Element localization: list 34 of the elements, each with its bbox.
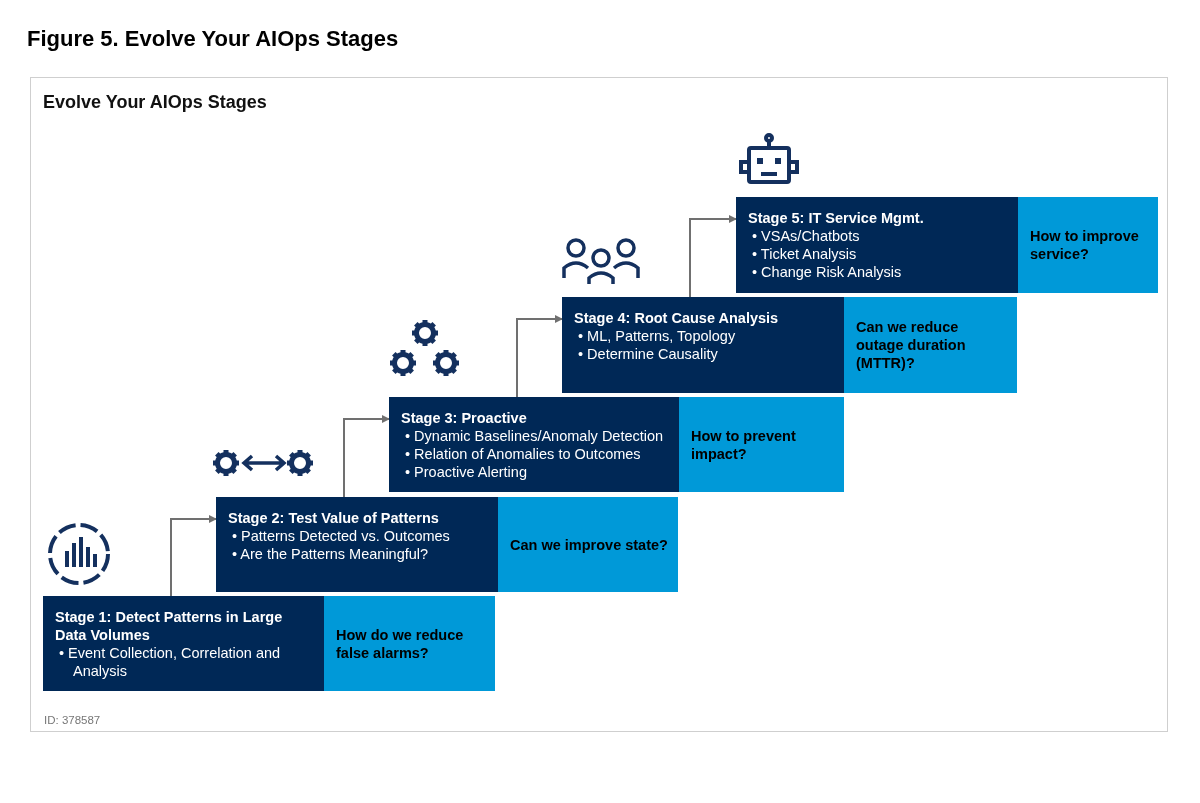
question-box: How to improve service? [1018,197,1158,293]
stage-box [43,596,324,691]
bullet-item: • Dynamic Baselines/Anomaly Detection [405,427,665,445]
bullet-item: • VSAs/Chatbots [752,227,861,245]
bullet-item: • Proactive Alerting [405,463,528,481]
stage-heading: Stage 5: IT Service Mgmt. [748,209,925,227]
question-box: How do we reduce false alarms? [324,596,495,691]
arrow [516,315,563,398]
arrow [689,215,737,298]
bullet-item: • Event Collection, Correlation and Analysis [59,644,282,680]
diagram-panel [30,77,1168,732]
question-box: Can we reduce outage duration (MTTR)? [844,297,1017,393]
question-box: How to prevent impact? [679,397,844,492]
bullet-item: • Determine Causality [578,345,719,363]
stage-box [389,397,679,492]
stage-heading: Stage 4: Root Cause Analysis [574,309,780,327]
bullet-item: • Change Risk Analysis [752,263,903,281]
stage-heading: Stage 1: Detect Patterns in Large Data Volumes [55,608,284,644]
arrow [170,515,217,597]
bullet-item: • Ticket Analysis [752,245,858,263]
bullet-item: • Patterns Detected vs. Outcomes [232,527,451,545]
arrow [343,415,390,498]
bullet-item: • Are the Patterns Meaningful? [232,545,430,563]
stage-box [736,197,1018,293]
stage-box [216,497,498,592]
bullet-item: • Relation of Anomalies to Outcomes [405,445,642,463]
stage-heading: Stage 2: Test Value of Patterns [228,509,440,527]
stage-heading: Stage 3: Proactive [401,409,528,427]
stage-box [562,297,844,393]
panel-heading: Evolve Your AIOps Stages [43,92,267,113]
figure-title: Figure 5. Evolve Your AIOps Stages [27,26,399,52]
figure-id: ID: 378587 [44,714,101,726]
bullet-item: • ML, Patterns, Topology [578,327,737,345]
question-box: Can we improve state? [498,497,678,592]
